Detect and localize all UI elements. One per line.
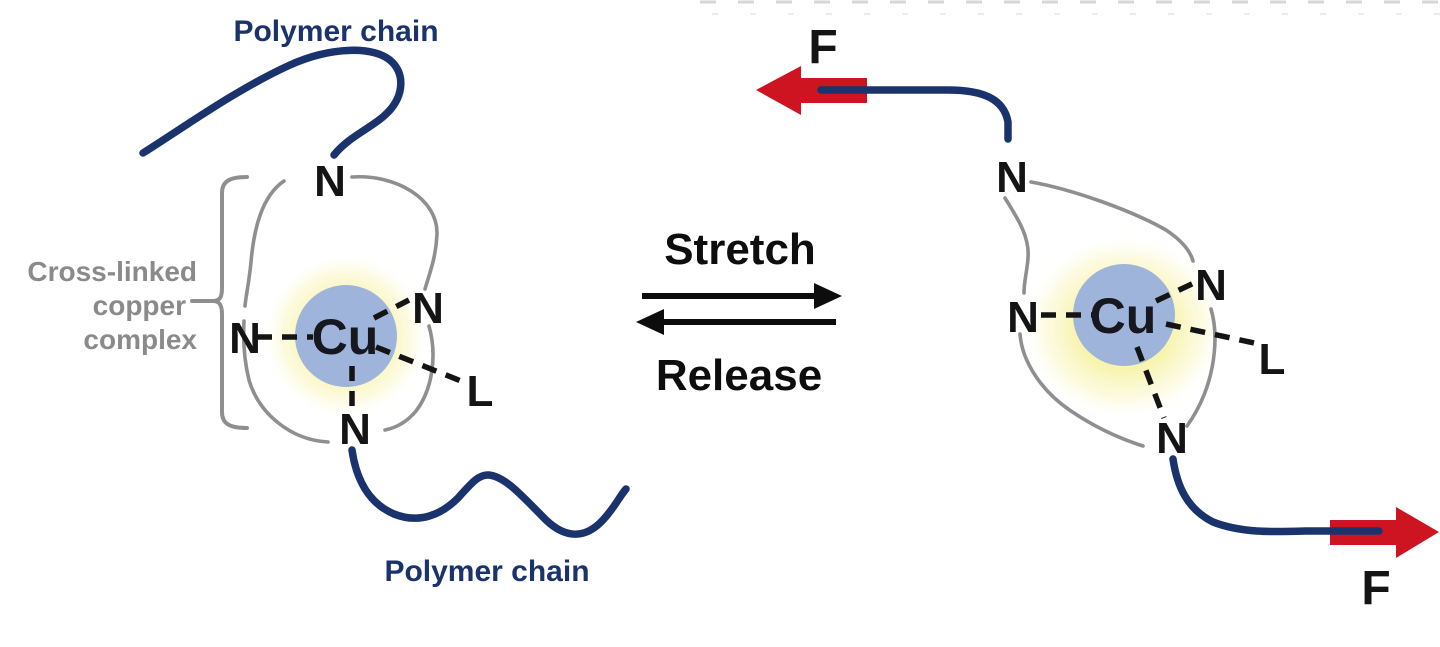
polymer-chain-top-curve — [139, 46, 405, 159]
macrocycle-segment-top-right — [350, 175, 439, 291]
copper-atom — [295, 285, 397, 387]
macrocycle-segment-left-upper — [1003, 196, 1030, 295]
nitrogen-label-left: N — [229, 314, 261, 363]
crosslinked-complex-relaxed: Polymer chain Cross-linked copper comple… — [27, 15, 630, 588]
macrocycle-segment-left-lower — [1018, 332, 1145, 448]
force-arrow-left-icon — [756, 66, 867, 115]
nitrogen-label-left-stretched: N — [1007, 293, 1039, 342]
macrocycle-segment-right-side — [1185, 307, 1217, 428]
coordination-bond-ligand — [374, 344, 463, 384]
release-label: Release — [656, 351, 822, 400]
polymer-chain-top-right-curve — [817, 86, 1012, 143]
bracket-label-line-3: complex — [83, 324, 197, 355]
bracket-label-line-2: copper — [93, 290, 186, 321]
macrocycle-segment-right — [383, 324, 435, 432]
bracket — [212, 175, 249, 430]
force-top-label: F — [808, 21, 837, 74]
nitrogen-label-bottom-stretched: N — [1156, 414, 1188, 463]
nitrogen-label-right-stretched: N — [1195, 261, 1227, 310]
polymer-chain-bottom-curve — [348, 446, 630, 538]
copper-label-stretched: Cu — [1090, 288, 1157, 344]
forward-arrow-head-icon — [814, 283, 842, 309]
macrocycle-segment-bottom-left — [241, 319, 330, 444]
nitrogen-label-top-stretched: N — [996, 153, 1028, 202]
polymer-chain-bottom-right-curve — [1169, 455, 1383, 536]
nitrogen-label-top: N — [314, 157, 346, 206]
coordination-bond-right — [372, 297, 411, 321]
coordination-bond-bottom-stretched — [1134, 346, 1167, 419]
copper-label: Cu — [312, 309, 379, 365]
polymer-chain-top-label: Polymer chain — [233, 15, 438, 48]
copper-atom-stretched — [1073, 264, 1175, 366]
nitrogen-label-right: N — [412, 284, 444, 333]
stretch-label: Stretch — [664, 225, 816, 274]
polymer-chain-bottom-label: Polymer chain — [384, 555, 589, 588]
force-bottom-label: F — [1361, 562, 1390, 615]
reverse-arrow-head-icon — [636, 309, 664, 335]
coordination-bond-right-stretched — [1154, 279, 1198, 304]
crosslinked-complex-stretched: F Cu N N N N L F — [756, 21, 1439, 615]
macrocycle-segment-top-left — [243, 179, 286, 308]
coordination-bond-ligand-stretched — [1165, 321, 1255, 346]
bracket-label-line-1: Cross-linked — [27, 256, 197, 287]
macrocycle-segment-top — [1029, 180, 1195, 263]
ligand-label: L — [467, 367, 494, 416]
ligand-label-stretched: L — [1259, 335, 1286, 384]
force-arrow-right-icon — [1330, 507, 1439, 558]
nitrogen-label-bottom: N — [339, 405, 371, 454]
equilibrium-arrows: Stretch Release — [636, 225, 842, 400]
